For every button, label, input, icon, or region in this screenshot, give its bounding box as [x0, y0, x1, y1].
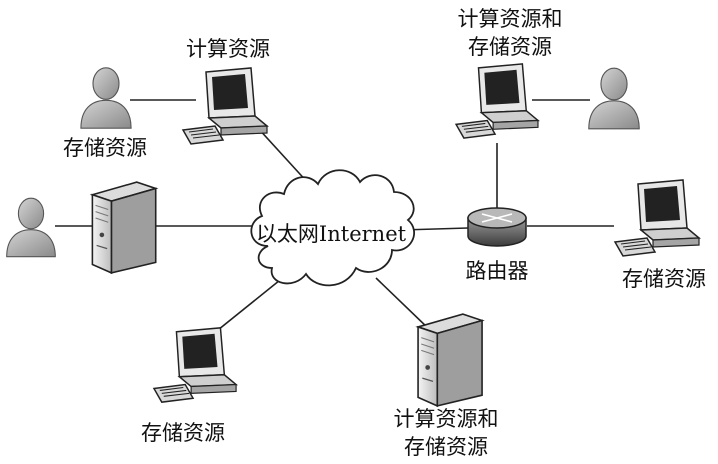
bottom-server-label-line1: 计算资源和 [394, 407, 499, 431]
bottom-left-pc-icon [153, 327, 237, 403]
link-cloud-to-bottom-server [375, 277, 431, 331]
top-right-user-icon [588, 67, 640, 130]
bottom-server-icon [417, 313, 483, 407]
right-pc-icon [614, 179, 700, 257]
top-right-pc-icon [455, 63, 539, 139]
left-server-icon [91, 181, 157, 274]
bottom-server-label-line2: 存储资源 [404, 435, 488, 459]
top-right-label-line2: 存储资源 [468, 35, 552, 59]
top-pc-label: 计算资源 [186, 37, 270, 61]
right-pc-label: 存储资源 [622, 267, 706, 291]
link-cloud-to-bottom-left-pc [207, 271, 291, 339]
top-left-user-label: 存储资源 [63, 136, 147, 160]
cloud-label: 以太网Internet [256, 222, 407, 246]
top-left-user-icon [80, 67, 132, 129]
internet-cloud: 以太网Internet [250, 169, 415, 287]
left-user-icon [6, 197, 56, 258]
top-pc-icon [182, 67, 268, 145]
top-right-label-line1: 计算资源和 [458, 7, 563, 31]
router: 路由器 [466, 207, 529, 283]
router-label: 路由器 [466, 259, 529, 283]
router-arrows-icon [481, 213, 513, 223]
bottom-left-pc-label: 存储资源 [141, 421, 225, 445]
